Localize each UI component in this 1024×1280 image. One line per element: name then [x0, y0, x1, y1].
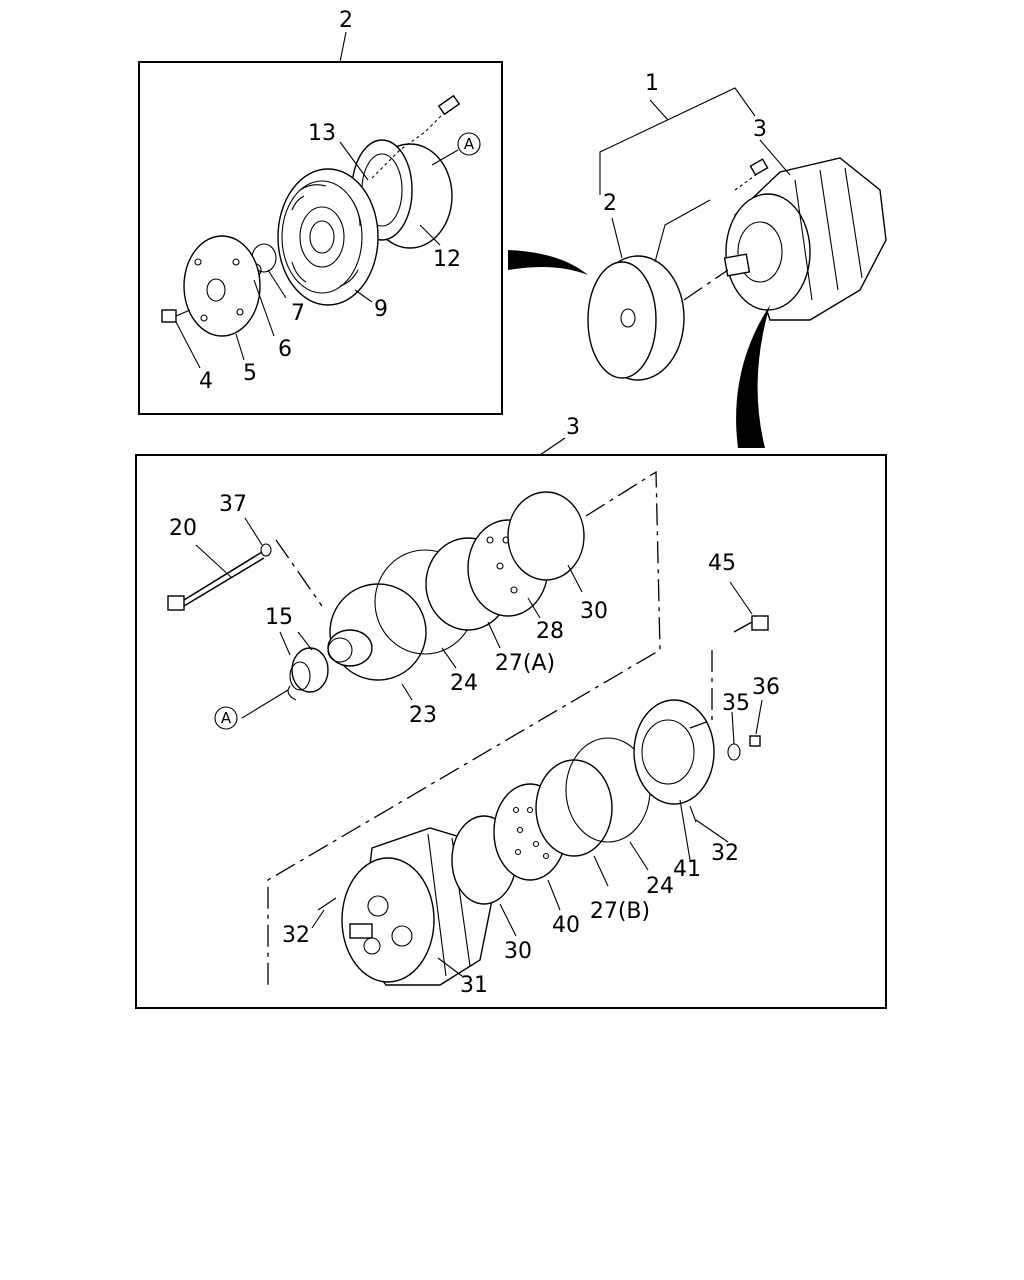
callout-45: 45: [708, 551, 736, 576]
front-head-group: [167, 470, 661, 985]
arrow-to-clutch-detail: [508, 250, 588, 275]
callout-30-front: 30: [580, 599, 608, 624]
bolt-part: [161, 309, 191, 323]
callout-31: 31: [460, 973, 488, 998]
reference-a-mid: A: [214, 706, 238, 730]
pin-part: [689, 805, 697, 823]
arrow-to-compressor-detail: [736, 305, 770, 448]
callout-20: 20: [169, 516, 197, 541]
callout-15: 15: [265, 605, 293, 630]
compressor-assembly-group: [508, 87, 887, 448]
reference-a-top: A: [457, 132, 481, 156]
callout-7: 7: [291, 301, 305, 326]
connector-part: [437, 94, 461, 116]
callout-35: 35: [722, 691, 750, 716]
callout-36: 36: [752, 675, 780, 700]
clutch-detail-frame: [138, 61, 503, 415]
callout-3-box: 3: [566, 415, 580, 440]
callout-3-right: 3: [753, 117, 767, 142]
callout-24-rear: 24: [646, 874, 674, 899]
compressor-detail-frame: [135, 454, 887, 1009]
head-bolt-part: [733, 615, 769, 633]
callout-5: 5: [243, 361, 257, 386]
shaft-seal-part: [287, 647, 329, 701]
front-head-part: [327, 583, 427, 681]
pulley-part: [277, 168, 379, 306]
callout-37: 37: [219, 492, 247, 517]
reference-a-top-label: A: [464, 135, 475, 153]
callout-32-right: 32: [711, 841, 739, 866]
callout-40: 40: [552, 913, 580, 938]
rear-section-group: [311, 581, 769, 986]
callout-4: 4: [199, 369, 213, 394]
compressor-body-part: [723, 157, 887, 321]
callout-28: 28: [536, 619, 564, 644]
callout-12: 12: [433, 247, 461, 272]
callout-41: 41: [673, 857, 701, 882]
drive-plate-part: [183, 235, 261, 337]
callout-27a: 27(A): [495, 651, 555, 676]
callout-9: 9: [374, 297, 388, 322]
compressor-clutch-part: [587, 255, 685, 381]
clutch-assembly-group: [161, 94, 461, 369]
nut-part: [749, 735, 761, 747]
washer-part: [727, 743, 741, 761]
rear-head-part: [633, 699, 715, 805]
callout-30-rear: 30: [504, 939, 532, 964]
callout-32-left: 32: [282, 923, 310, 948]
callout-2-right: 2: [603, 191, 617, 216]
callout-1: 1: [645, 71, 659, 96]
callout-24-front: 24: [450, 671, 478, 696]
callout-23: 23: [409, 703, 437, 728]
callout-2-top: 2: [339, 8, 353, 33]
callout-27b: 27(B): [590, 899, 650, 924]
callout-labels: 2 1 3 2 13 12 9 7 6 5 4 3 37 20 15 23 24…: [169, 8, 780, 998]
callout-13: 13: [308, 121, 336, 146]
callout-6: 6: [278, 337, 292, 362]
reference-a-mid-label: A: [221, 709, 232, 727]
through-bolt-part: [167, 551, 265, 611]
gasket-b-part: [507, 491, 585, 581]
